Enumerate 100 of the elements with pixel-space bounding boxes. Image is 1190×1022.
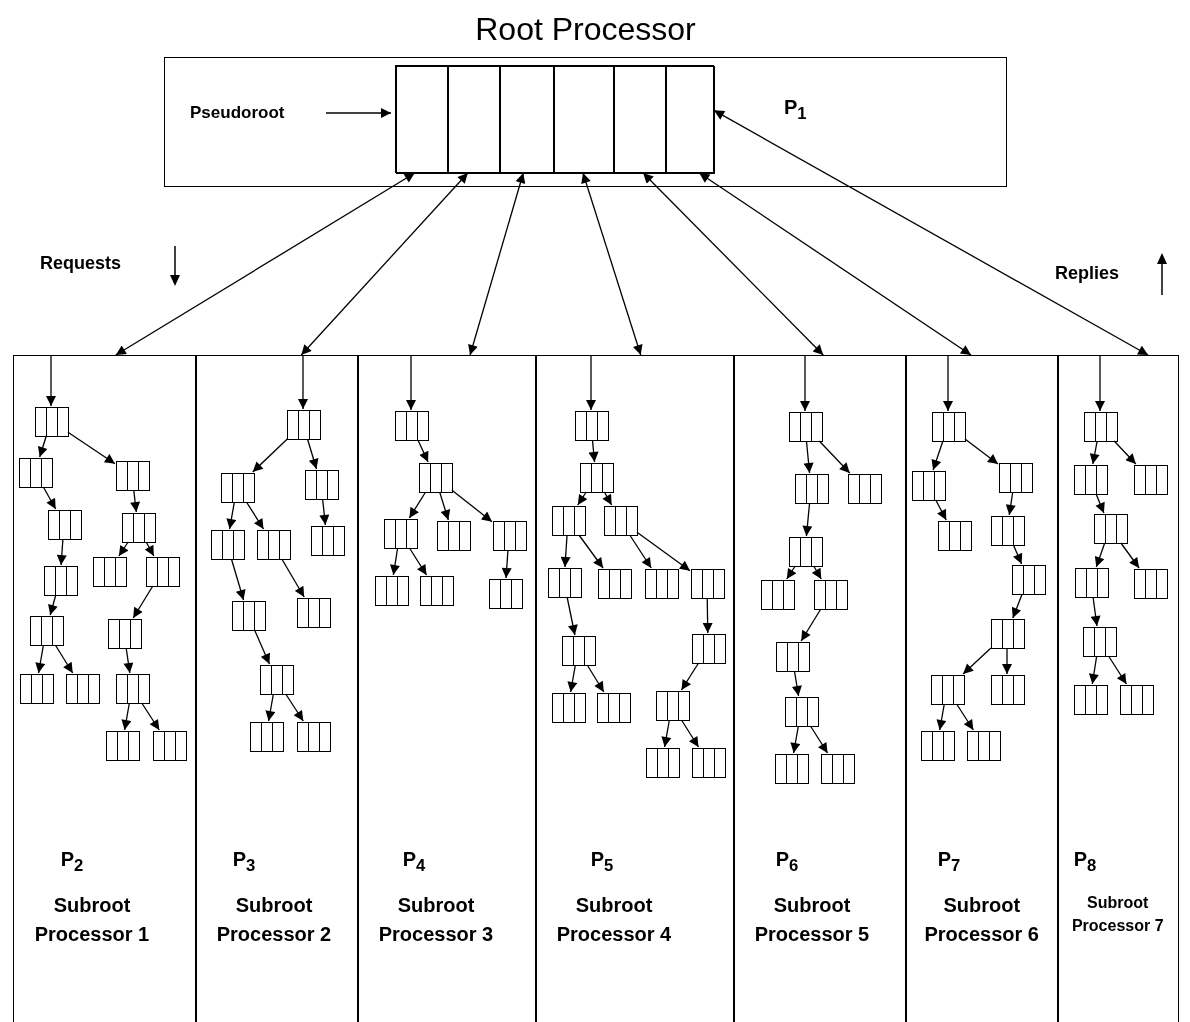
tree-node	[1074, 685, 1108, 715]
arrow	[1095, 354, 1105, 412]
tree-node	[305, 470, 339, 500]
panel-title: Subroot Processor 5	[753, 893, 871, 947]
arrow	[566, 596, 578, 636]
tree-node	[122, 513, 156, 543]
processor-label: P$_{6}$	[775, 848, 799, 876]
arrow	[1012, 544, 1023, 565]
panel-title: Subroot Processor 4	[555, 893, 673, 947]
tree-node	[1134, 465, 1168, 495]
arrow	[680, 662, 700, 691]
arrow	[230, 558, 246, 601]
tree-node	[375, 576, 409, 606]
arrow	[803, 440, 814, 474]
arrow	[629, 534, 652, 569]
tree-node	[1012, 565, 1046, 595]
arrow	[698, 172, 972, 356]
box-heading: Root Processor	[474, 10, 697, 48]
memory-cell	[448, 66, 500, 174]
arrow	[1090, 596, 1101, 627]
arrow	[121, 702, 132, 731]
arrow	[1113, 440, 1137, 465]
arrow	[298, 354, 308, 410]
tree-node	[437, 521, 471, 551]
arrow	[943, 354, 953, 412]
pseudoroot-array	[395, 65, 714, 173]
tree-node	[153, 731, 187, 761]
panel-title: Subroot Processor 3	[377, 893, 495, 947]
memory-cell	[614, 66, 666, 174]
arrow	[809, 725, 829, 754]
processor-panel	[195, 355, 359, 1022]
tree-node	[921, 731, 955, 761]
arrow	[35, 644, 46, 674]
arrow	[319, 498, 330, 526]
tree-node	[420, 576, 454, 606]
arrow	[800, 608, 822, 642]
tree-node	[66, 674, 100, 704]
arrow	[1088, 655, 1099, 685]
arrow	[790, 725, 801, 754]
tree-node	[419, 463, 453, 493]
arrow	[118, 541, 129, 557]
arrow	[1107, 655, 1128, 685]
tree-node	[287, 410, 321, 440]
tree-node	[257, 530, 291, 560]
arrow	[439, 491, 451, 521]
arrow	[468, 172, 526, 356]
arrow	[567, 664, 578, 693]
tree-node	[395, 411, 429, 441]
tree-node	[575, 411, 609, 441]
arrow	[1011, 593, 1023, 619]
tree-node	[93, 557, 127, 587]
tree-node	[991, 619, 1025, 649]
tree-node	[1074, 465, 1108, 495]
arrow	[130, 489, 141, 513]
tree-node	[692, 634, 726, 664]
arrow	[577, 491, 588, 506]
arrow	[588, 439, 599, 463]
tree-node	[775, 754, 809, 784]
arrow	[713, 109, 1149, 356]
tree-node	[552, 693, 586, 723]
arrow	[252, 438, 288, 473]
arrow	[325, 108, 392, 118]
tree-node	[44, 566, 78, 596]
tree-node	[931, 675, 965, 705]
tree-node	[30, 616, 64, 646]
tree-node	[35, 407, 69, 437]
arrow	[56, 538, 67, 566]
tree-node	[789, 537, 823, 567]
tree-node	[991, 675, 1025, 705]
pointer-label: Pseudoroot	[190, 101, 326, 125]
arrow	[581, 172, 643, 356]
processor-panel	[357, 355, 537, 1022]
tree-node	[814, 580, 848, 610]
arrow	[37, 435, 48, 458]
arrow	[1095, 493, 1105, 514]
panel-title: Subroot Processor 7	[1070, 893, 1165, 937]
memory-cell	[500, 66, 554, 174]
arrow	[501, 549, 512, 579]
memory-cell	[396, 66, 448, 174]
tree-node	[821, 754, 855, 784]
processor-panel	[905, 355, 1059, 1022]
arrow	[1094, 542, 1106, 568]
tree-node	[785, 697, 819, 727]
tree-node	[260, 665, 294, 695]
panel-title: Subroot Processor 1	[33, 893, 151, 947]
arrow	[281, 558, 305, 598]
tree-node	[646, 748, 680, 778]
arrow	[1089, 440, 1100, 465]
tree-node	[932, 412, 966, 442]
arrow	[144, 541, 155, 557]
arrow	[786, 565, 797, 580]
arrow	[48, 594, 58, 616]
arrow	[226, 501, 237, 530]
tree-node	[692, 748, 726, 778]
processor-label: P$_{5}$	[590, 848, 614, 876]
tree-node	[116, 674, 150, 704]
arrow	[578, 534, 604, 569]
tree-node	[1094, 514, 1128, 544]
processor-panel	[733, 355, 907, 1022]
processor-label: P$_{7}$	[937, 848, 961, 876]
